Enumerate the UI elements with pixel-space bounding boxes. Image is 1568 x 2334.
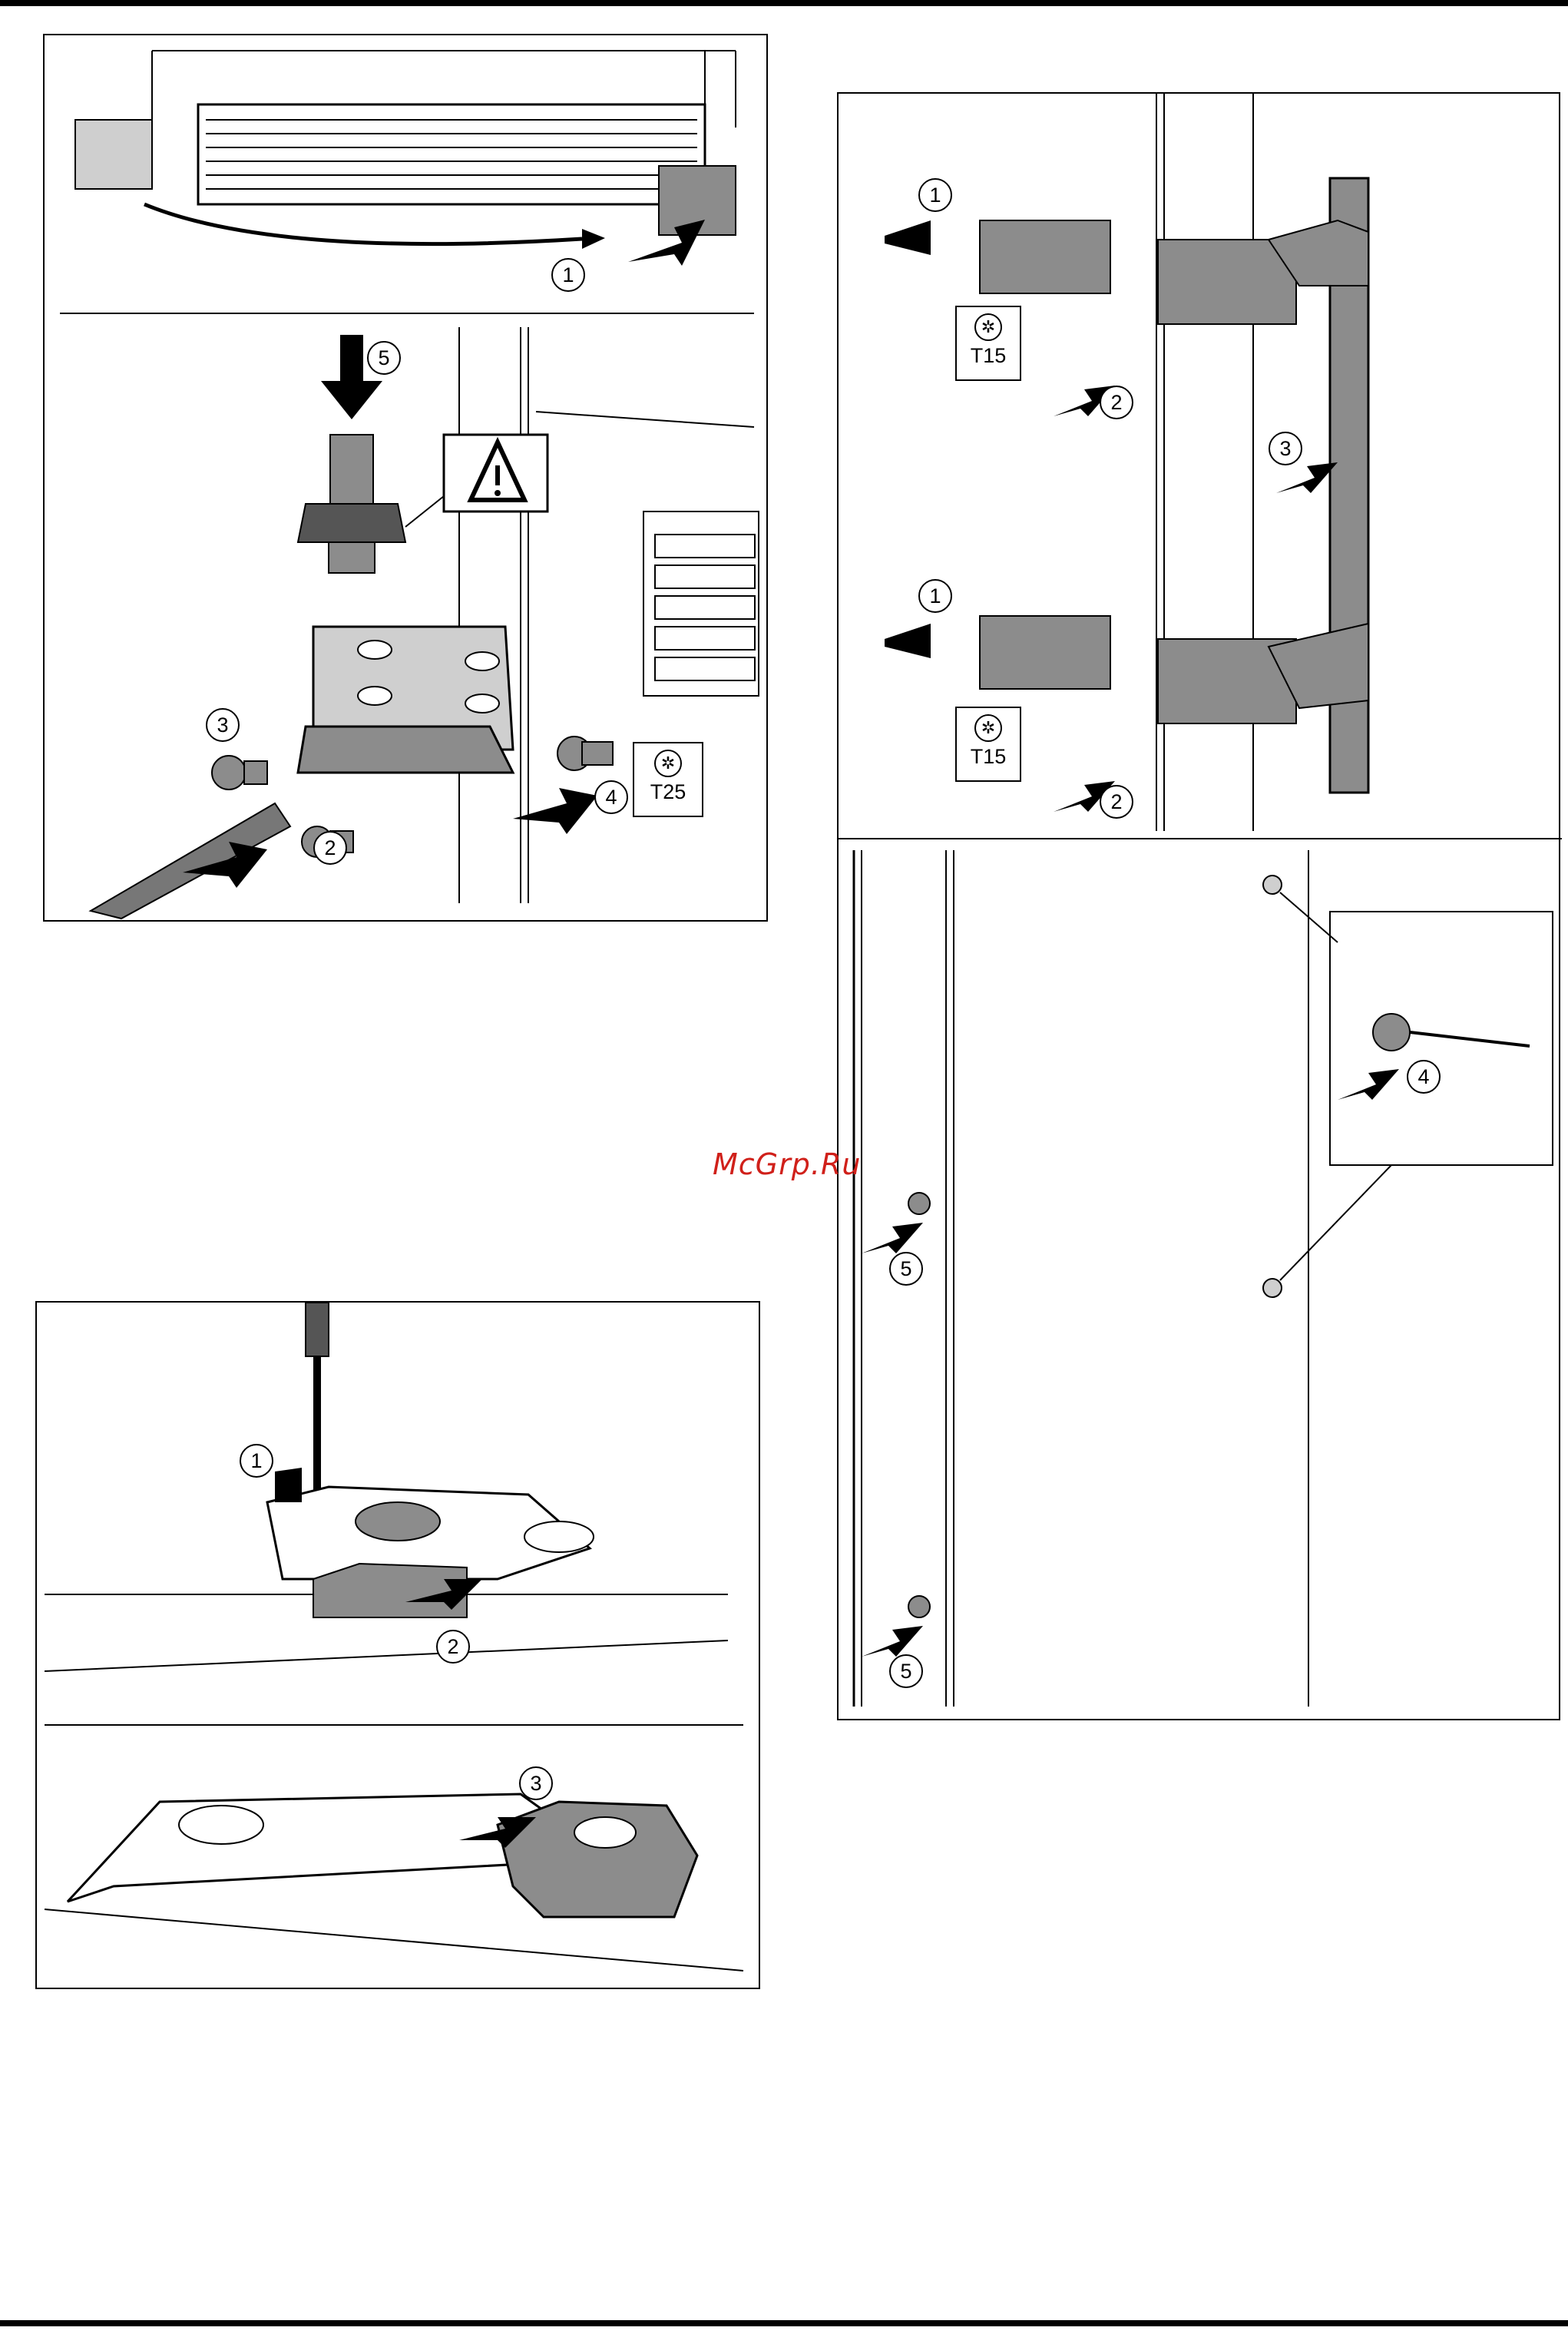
callout-step-1-lower: 1 — [918, 579, 952, 613]
torx-star-icon: ✲ — [974, 313, 1002, 341]
tool-size-t15: T15 — [971, 745, 1007, 768]
hinge-cover-drawing — [37, 1303, 762, 1991]
callout-step-1-upper: 1 — [918, 178, 952, 212]
figure-plinth-hinge: 1 5 3 2 4 ✲ T25 — [43, 34, 768, 922]
callout-step-2-upper: 2 — [1100, 386, 1133, 419]
bottom-rule — [0, 2320, 1568, 2326]
tool-label-t25: ✲ T25 — [633, 742, 703, 817]
handle-removal-drawing — [839, 94, 1562, 1722]
callout-step-5: 5 — [367, 341, 401, 375]
callout-step-1: 1 — [240, 1444, 273, 1478]
callout-step-2: 2 — [313, 831, 347, 865]
tool-size-t15: T15 — [971, 344, 1007, 367]
watermark: McGrp.Ru — [713, 1147, 861, 1181]
tool-label-t15-upper: ✲ T15 — [955, 306, 1021, 381]
callout-step-5-upper: 5 — [889, 1252, 923, 1286]
callout-step-3: 3 — [519, 1766, 553, 1800]
torx-star-icon: ✲ — [654, 750, 682, 777]
callout-step-4-detail: 4 — [1407, 1060, 1441, 1094]
callout-step-4: 4 — [594, 780, 628, 814]
figure-hinge-cover: 1 2 3 — [35, 1301, 760, 1989]
callout-step-2: 2 — [436, 1630, 470, 1664]
tool-size-t25: T25 — [650, 780, 686, 803]
tool-label-t15-lower: ✲ T15 — [955, 707, 1021, 782]
figure-handle-removal: 1 2 3 1 2 4 5 5 ✲ T15 ✲ T15 — [837, 92, 1560, 1720]
callout-step-1: 1 — [551, 258, 585, 292]
top-rule — [0, 0, 1568, 6]
callout-step-3-handle: 3 — [1269, 432, 1302, 465]
callout-step-2-lower: 2 — [1100, 785, 1133, 819]
callout-step-3: 3 — [206, 708, 240, 742]
callout-step-5-lower: 5 — [889, 1654, 923, 1688]
torx-star-icon: ✲ — [974, 714, 1002, 742]
